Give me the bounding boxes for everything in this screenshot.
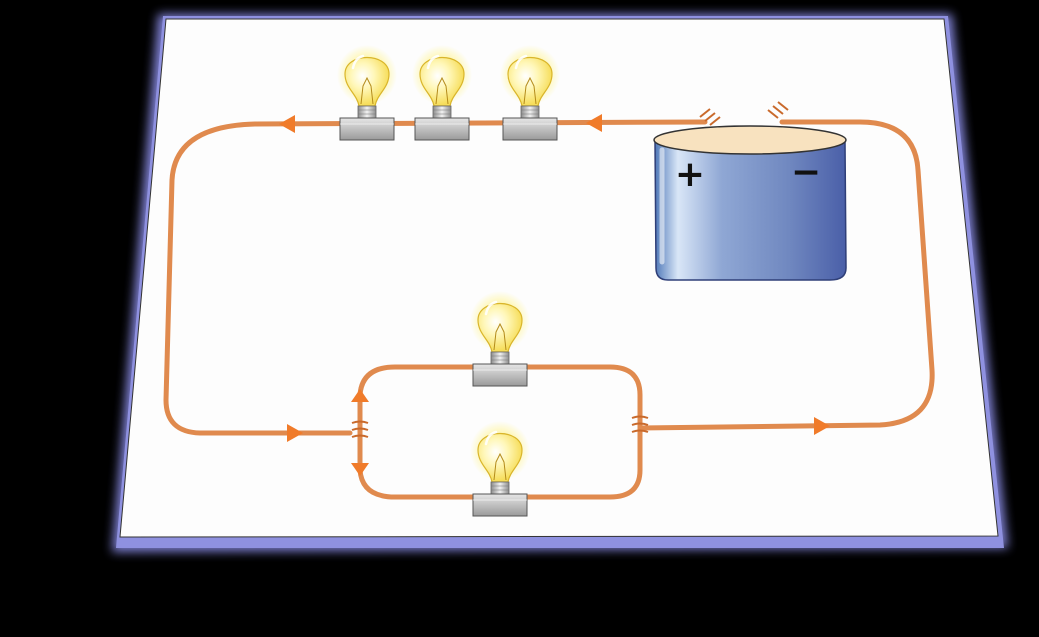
left-junction-coil (351, 420, 369, 438)
bulb-icon (410, 43, 474, 142)
battery-negative-terminal-coil (767, 101, 789, 119)
battery-icon: + − (653, 125, 847, 281)
battery-positive-label: + (675, 154, 705, 195)
current-arrows (279, 114, 830, 476)
arrow-down-branch (351, 463, 369, 476)
arrow-up-branch (351, 389, 369, 402)
wires (163, 119, 935, 500)
series-bulbs (335, 43, 562, 142)
arrow-left-top (279, 115, 295, 133)
arrow-right-bottom-left (287, 424, 303, 442)
bulb-icon (335, 43, 399, 142)
battery-negative-label: − (791, 152, 821, 193)
bulb-icon (498, 43, 562, 142)
battery-positive-terminal-coil (699, 108, 721, 126)
board (112, 14, 1008, 552)
bulb-icon (468, 289, 532, 388)
bulb-icon (468, 419, 532, 518)
return-wire (637, 119, 935, 431)
arrow-right-bottom-right (814, 417, 830, 435)
arrow-left-battery (586, 114, 602, 132)
battery-top (653, 125, 847, 155)
main-loop-wire (163, 119, 708, 436)
right-junction-coil (631, 415, 649, 433)
board-face (119, 18, 999, 538)
junction-coils (351, 101, 789, 438)
